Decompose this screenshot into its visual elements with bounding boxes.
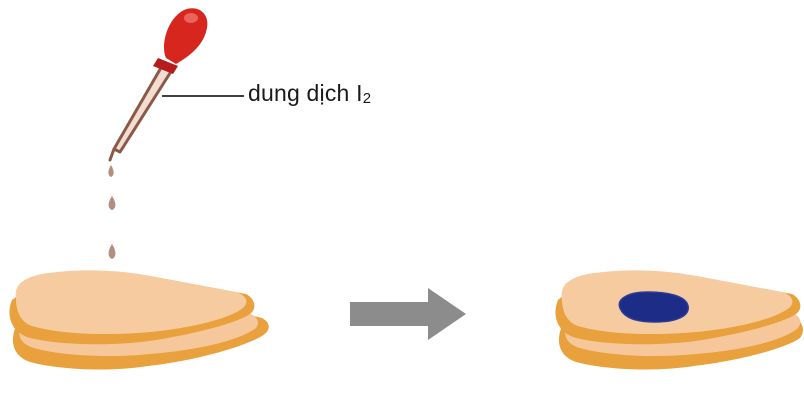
iodine-drop: [108, 244, 116, 259]
right-arrow-icon: [350, 288, 466, 340]
dropper-tip: [108, 147, 116, 162]
iodine-solution-label: dung dịch I2: [248, 80, 371, 107]
label-text: dung dịch I: [248, 80, 363, 106]
bulb-highlight: [184, 13, 198, 23]
bread-slice-icon: [9, 270, 269, 370]
dropper-icon: [108, 8, 208, 162]
label-subscript: 2: [362, 90, 372, 107]
iodine-drop: [108, 196, 116, 210]
iodine-drops: [108, 165, 116, 259]
iodine-drop: [108, 165, 114, 177]
dropper-collar: [153, 58, 178, 74]
dropper-bulb: [164, 8, 208, 64]
blue-stain-icon: [618, 291, 689, 323]
bread-slice-icon: [555, 270, 803, 370]
dropper-tube: [112, 64, 174, 154]
